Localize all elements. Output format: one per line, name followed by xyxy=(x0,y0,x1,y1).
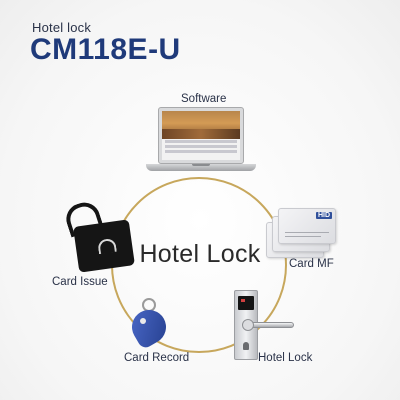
laptop-notch xyxy=(192,164,210,166)
card-mf-label: Card MF xyxy=(289,258,334,270)
window-row xyxy=(165,145,237,148)
fob-tag xyxy=(125,303,173,351)
product-subtitle: Hotel lock xyxy=(32,20,92,35)
lock-keyhole xyxy=(243,342,249,350)
key-fob-icon xyxy=(125,298,176,351)
software-window xyxy=(165,140,237,158)
card-line xyxy=(285,236,321,237)
card-icon: HID xyxy=(278,208,336,244)
card-issue-label: Card Issue xyxy=(52,276,108,288)
laptop-icon xyxy=(146,107,256,179)
window-row xyxy=(165,140,237,143)
fob-hole xyxy=(140,318,146,324)
lock-rose xyxy=(242,319,254,331)
hotel-lock-label: Hotel Lock xyxy=(258,352,313,364)
wallpaper-dunes xyxy=(162,129,240,139)
hid-badge: HID xyxy=(315,212,332,219)
card-record-label: Card Record xyxy=(124,352,190,364)
lock-handle xyxy=(250,322,294,328)
software-label: Software xyxy=(181,93,227,105)
door-lock-icon xyxy=(232,290,296,362)
laptop-base xyxy=(146,164,256,171)
window-row xyxy=(165,150,237,153)
lock-led xyxy=(241,299,245,302)
laptop-screen xyxy=(162,111,240,160)
center-label: Hotel Lock xyxy=(139,240,261,268)
card-issuer-icon xyxy=(58,198,140,275)
card-line xyxy=(285,232,329,233)
model-title: CM118E-U xyxy=(30,33,181,66)
